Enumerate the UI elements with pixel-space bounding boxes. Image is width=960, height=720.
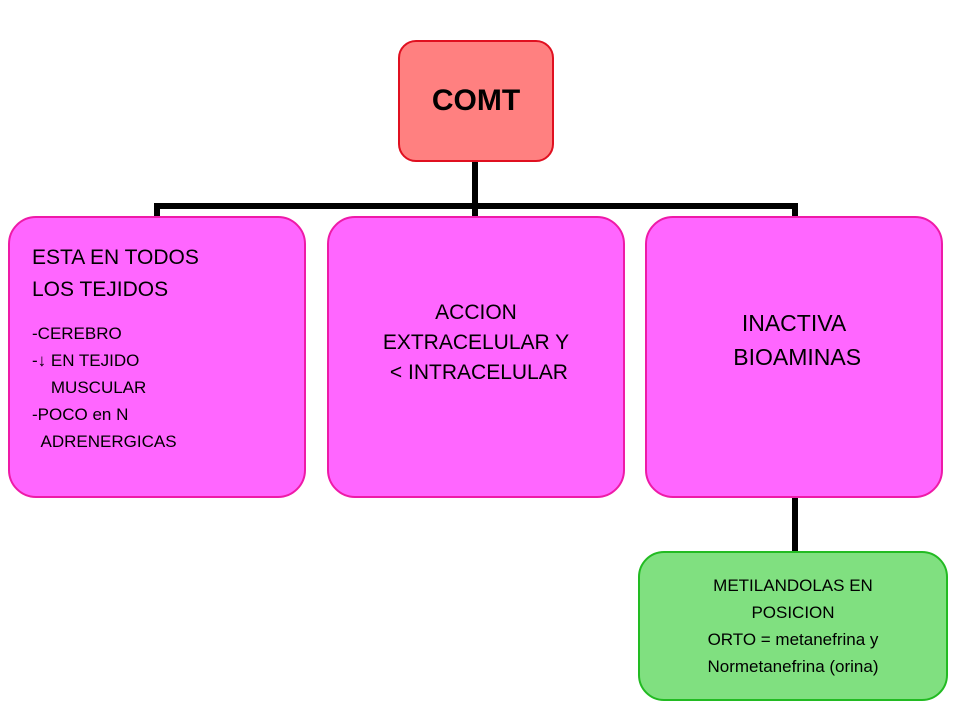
subnode-line: ORTO = metanefrina y — [707, 630, 879, 649]
child-1-list-item: -POCO en N — [32, 405, 129, 424]
connector-subnode — [792, 496, 798, 552]
child-1-list: -CEREBRO -↓ EN TEJIDO MUSCULAR -POCO en … — [32, 320, 294, 455]
root-label: COMT — [431, 84, 521, 117]
child-node-tejidos: ESTA EN TODOS LOS TEJIDOS -CEREBRO -↓ EN… — [8, 216, 306, 498]
child-1-list-item: ADRENERGICAS — [32, 432, 177, 451]
subnode-line: METILANDOLAS EN — [713, 576, 873, 595]
child-3-line: INACTIVA — [741, 310, 847, 336]
connector-child-1 — [154, 203, 160, 217]
root-node: COMT — [398, 40, 554, 162]
child-node-accion: ACCION EXTRACELULAR Y < INTRACELULAR — [327, 216, 625, 498]
child-1-list-item: -CEREBRO — [32, 324, 122, 343]
child-1-heading-line: ESTA EN TODOS — [32, 246, 199, 269]
child-2-line: < INTRACELULAR — [384, 361, 568, 384]
child-3-line: BIOAMINAS — [726, 344, 862, 370]
child-1-list-item: MUSCULAR — [32, 378, 147, 397]
child-1-list-item: -↓ EN TEJIDO — [32, 351, 140, 370]
child-node-inactiva: INACTIVA BIOAMINAS — [645, 216, 943, 498]
connector-child-2 — [472, 203, 478, 217]
subnode-metilandolas: METILANDOLAS EN POSICION ORTO = metanefr… — [638, 551, 948, 701]
subnode-line: POSICION — [751, 603, 835, 622]
child-2-line: ACCION — [435, 301, 517, 324]
child-2-line: EXTRACELULAR Y — [382, 331, 570, 354]
connector-root-down — [472, 160, 478, 206]
child-1-heading-line: LOS TEJIDOS — [32, 278, 169, 301]
subnode-line: Normetanefrina (orina) — [707, 657, 879, 676]
connector-child-3 — [792, 203, 798, 217]
